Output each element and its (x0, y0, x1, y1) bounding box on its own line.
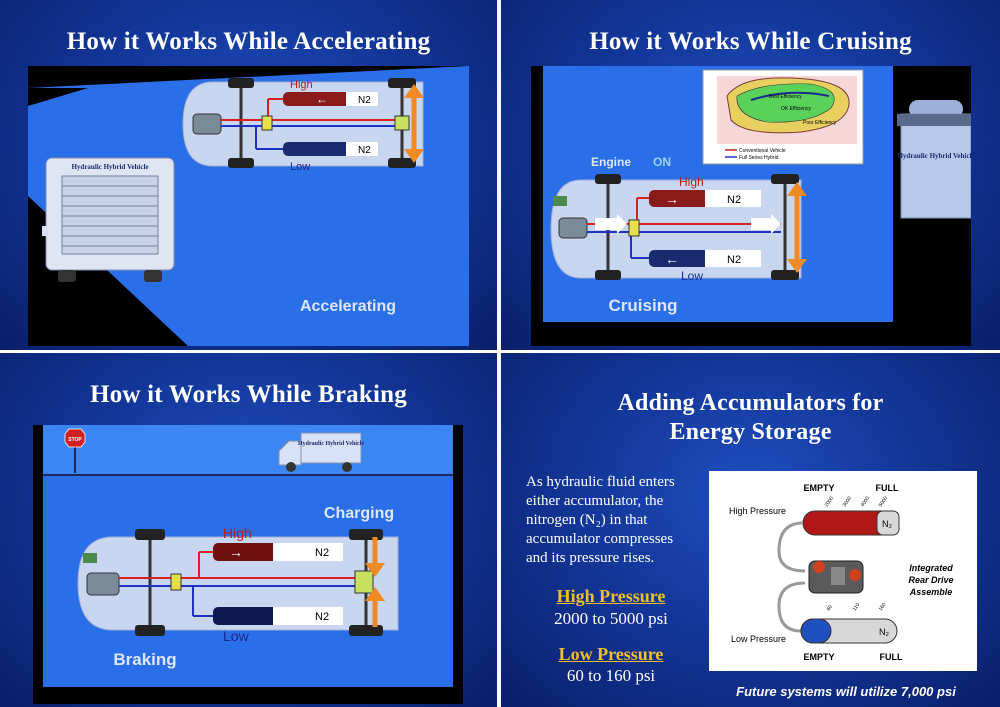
engine-state: ON (653, 155, 671, 169)
arrow-right-icon: → (665, 191, 679, 207)
charging-label: Charging (324, 505, 394, 522)
wheel-icon (771, 174, 799, 184)
wheel-icon (388, 158, 416, 168)
empty-label: EMPTY (803, 483, 834, 493)
low-pressure-heading: Low Pressure (558, 644, 664, 664)
wheel-icon (595, 270, 621, 280)
wheel-icon (349, 529, 383, 540)
engine-label: Engine (591, 155, 631, 169)
truck-rear (900, 113, 971, 219)
caption: Cruising (609, 296, 678, 315)
tank-gas-label: N2 (727, 194, 741, 206)
panel-accelerating: How it Works While Accelerating N2 ← N2 (0, 0, 497, 350)
empty-label: EMPTY (803, 652, 834, 662)
wheel-icon (595, 174, 621, 184)
wheel-icon (349, 625, 383, 636)
accelerating-scene: N2 ← N2 High Low (28, 66, 469, 346)
accumulator-diagram: EMPTY FULL High Pressure 2000 3000 4000 … (709, 471, 977, 671)
high-pressure-heading: High Pressure (556, 586, 666, 606)
tank-gas-label: N2 (358, 95, 371, 106)
footer-note: Future systems will utilize 7,000 psi (736, 684, 956, 699)
truck-label: Hydraulic Hybrid Vehicle (71, 163, 148, 171)
stop-sign-label: STOP (68, 437, 82, 443)
wheel-icon (135, 529, 165, 540)
tank-gas-label: N₂ (879, 627, 889, 637)
braking-scene: STOP Hydraulic Hybrid Vehicle N2 → N2 (33, 425, 463, 704)
panel-accumulators: Adding Accumulators for Energy Storage A… (501, 353, 1000, 707)
tank-low-label: Low (290, 161, 310, 173)
arrow-left-icon: ← (316, 92, 328, 106)
chart-legend-label: Full Series Hybrid (739, 155, 779, 161)
flow-arrow-icon (595, 214, 627, 234)
tank-high-label: High (679, 175, 704, 189)
panel-title: Adding Accumulators for Energy Storage (501, 389, 1000, 447)
tank-gas-label: N2 (315, 547, 329, 559)
wheel-icon (771, 270, 799, 280)
tank-high-label: High (290, 79, 313, 91)
tank-low-label: Low (681, 269, 703, 283)
wheel-icon (135, 625, 165, 636)
engine-icon (86, 572, 120, 596)
assembly-label: Assemble (909, 587, 953, 597)
flow-arrow-icon (751, 214, 781, 234)
tank-gas-label: N2 (358, 145, 371, 156)
assembly-label: Integrated (909, 563, 953, 573)
engine-icon (558, 217, 588, 239)
low-pressure-range: 60 to 160 psi (566, 666, 656, 685)
scale-tick: 110 (852, 602, 862, 612)
tank-gas-label: N2 (315, 611, 329, 623)
panel-title: How it Works While Cruising (589, 28, 912, 55)
chart-region-label: Best Efficiency (769, 94, 802, 100)
panel-title: How it Works While Accelerating (66, 28, 431, 55)
truck-label: Hydraulic Hybrid Vehicle (298, 441, 364, 447)
high-pressure-range: 2000 to 5000 psi (554, 609, 668, 628)
high-pressure-label: High Pressure (729, 506, 786, 516)
assembly-label: Rear Drive (908, 575, 953, 585)
tank-high-label: High (223, 525, 252, 541)
arrow-left-icon: ← (665, 251, 679, 267)
tank-low-label: Low (223, 628, 250, 644)
wheel-icon (228, 78, 254, 88)
full-label: FULL (876, 483, 899, 493)
tank-gas-label: N₂ (882, 519, 892, 529)
panel-cruising: How it Works While Cruising Best Efficie… (501, 0, 1000, 350)
engine-icon (192, 113, 222, 135)
chart-legend-label: Conventional Vehicle (739, 148, 786, 154)
stop-sign-icon (64, 428, 86, 448)
scale-tick: 60 (826, 604, 834, 612)
caption: Braking (113, 650, 176, 669)
title-line-1: Adding Accumulators for (617, 390, 884, 416)
panel-title: How it Works While Braking (90, 381, 407, 408)
truck-body (300, 432, 362, 464)
full-label: FULL (880, 652, 903, 662)
tank-gas-label: N2 (727, 254, 741, 266)
panel-braking: How it Works While Braking STOP Hydrauli… (0, 353, 497, 707)
low-pressure-label: Low Pressure (731, 634, 786, 644)
cruising-scene: Best Efficiency OK Efficiency Poor Effic… (531, 66, 971, 346)
scale-tick: 160 (878, 602, 888, 612)
scale-tick: 4000 (860, 495, 871, 508)
chart-region-label: OK Efficiency (781, 106, 811, 112)
scale-tick: 2000 (824, 495, 835, 508)
truck-label: Hydraulic Hybrid Vehicle (897, 152, 971, 160)
caption: Accelerating (300, 298, 396, 315)
scale-tick: 5000 (878, 495, 889, 508)
wheel-icon (388, 78, 416, 88)
scale-tick: 3000 (842, 495, 853, 508)
arrow-right-icon: → (229, 544, 243, 560)
wheel-icon (228, 158, 254, 168)
chart-region-label: Poor Efficiency (803, 120, 837, 126)
description-text: As hydraulic fluid enters either accumul… (526, 474, 675, 566)
title-line-2: Energy Storage (669, 419, 832, 445)
